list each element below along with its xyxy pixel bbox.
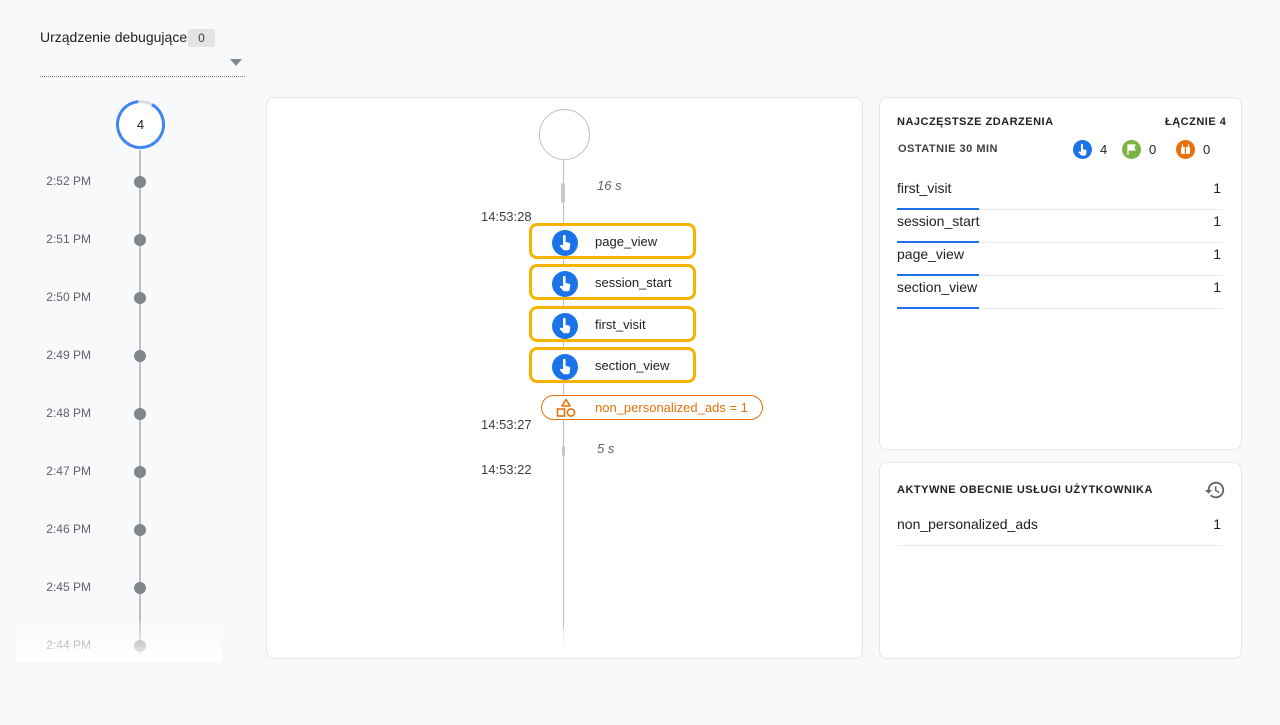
event-name: section_view	[595, 358, 670, 373]
gap-marker	[562, 446, 565, 456]
current-minute-badge[interactable]: 4	[115, 99, 166, 150]
device-dropdown[interactable]	[40, 52, 245, 77]
top-event-row[interactable]: session_start 1	[897, 210, 1223, 243]
stream-timeline-tail	[563, 600, 564, 650]
minute-time: 2:48 PM	[46, 406, 91, 420]
top-event-bar	[897, 274, 979, 276]
gap-duration-label: 16 s	[597, 178, 622, 193]
progress-ring-icon	[116, 100, 165, 149]
stream-timestamp: 14:53:27	[481, 417, 532, 432]
top-event-row[interactable]: first_visit 1	[897, 177, 1223, 210]
minute-row[interactable]: 2:51 PM	[0, 230, 240, 250]
minute-time: 2:51 PM	[46, 232, 91, 246]
event-icon	[552, 230, 578, 256]
event-chip-first-visit[interactable]: first_visit	[529, 306, 696, 342]
minute-row[interactable]: 2:49 PM	[0, 346, 240, 366]
event-icon	[552, 313, 578, 339]
user-properties-title: AKTYWNE OBECNIE USŁUGI UŻYTKOWNIKA	[897, 484, 1153, 496]
top-event-count: 1	[1213, 213, 1221, 229]
event-name: session_start	[595, 275, 672, 290]
event-icon	[552, 354, 578, 380]
history-button[interactable]	[1204, 479, 1226, 501]
top-event-bar	[897, 208, 979, 210]
minute-dot	[134, 524, 146, 536]
minute-time: 2:52 PM	[46, 174, 91, 188]
event-chip-page-view[interactable]: page_view	[529, 223, 696, 259]
minutes-timeline-line	[139, 150, 141, 655]
minute-row[interactable]: 2:50 PM	[0, 288, 240, 308]
minute-time: 2:49 PM	[46, 348, 91, 362]
period-label: OSTATNIE 30 MIN	[898, 143, 998, 155]
device-selector-label: Urządzenie debugujące	[40, 29, 188, 45]
conversion-flag-icon	[1122, 140, 1141, 159]
minute-dot	[134, 582, 146, 594]
event-icon	[1073, 140, 1092, 159]
top-event-count: 1	[1213, 246, 1221, 262]
legend-count: 4	[1100, 142, 1108, 157]
minute-dot	[134, 292, 146, 304]
gap-marker	[561, 183, 565, 203]
user-property-name: non_personalized_ads	[897, 516, 1038, 532]
gap-duration-label: 5 s	[597, 441, 615, 456]
top-events-total: ŁĄCZNIE 4	[1165, 116, 1227, 128]
user-property-value: 1	[1213, 516, 1221, 532]
top-events-title: NAJCZĘSTSZE ZDARZENIA	[897, 116, 1054, 128]
legend-count: 0	[1149, 142, 1157, 157]
chevron-down-icon	[230, 59, 242, 66]
user-property-row[interactable]: non_personalized_ads 1	[897, 513, 1223, 546]
minute-row[interactable]: 2:47 PM	[0, 462, 240, 482]
current-minute-count: 4	[136, 117, 145, 132]
minute-row[interactable]: 2:46 PM	[0, 520, 240, 540]
minute-time: 2:50 PM	[46, 290, 91, 304]
event-name: first_visit	[595, 317, 646, 332]
top-event-name: first_visit	[897, 180, 952, 196]
user-properties-card	[879, 462, 1242, 659]
shapes-icon	[556, 398, 576, 417]
top-event-name: session_start	[897, 213, 980, 229]
minute-row[interactable]: 2:52 PM	[0, 172, 240, 192]
history-icon	[1204, 481, 1225, 499]
event-icon	[552, 271, 578, 297]
minute-dot	[134, 466, 146, 478]
top-event-row[interactable]: section_view 1	[897, 276, 1223, 309]
top-event-bar	[897, 307, 979, 309]
legend-count: 0	[1203, 142, 1211, 157]
minutes-fade-overlay	[16, 622, 222, 662]
stream-timestamp: 14:53:28	[481, 209, 532, 224]
top-event-bar	[897, 241, 979, 243]
event-chip-session-start[interactable]: session_start	[529, 264, 696, 300]
top-event-name: page_view	[897, 246, 964, 262]
minute-dot	[134, 350, 146, 362]
minute-dot	[134, 234, 146, 246]
top-event-name: section_view	[897, 279, 978, 295]
minute-dot	[134, 176, 146, 188]
minute-time: 2:45 PM	[46, 580, 91, 594]
stream-timeline-line	[563, 158, 564, 628]
top-event-row[interactable]: page_view 1	[897, 243, 1223, 276]
stream-timestamp: 14:53:22	[481, 462, 532, 477]
minute-row[interactable]: 2:48 PM	[0, 404, 240, 424]
event-name: page_view	[595, 234, 658, 249]
top-event-count: 1	[1213, 180, 1221, 196]
device-count-badge: 0	[188, 29, 215, 47]
error-icon	[1176, 140, 1195, 159]
minute-row[interactable]: 2:45 PM	[0, 578, 240, 598]
minute-dot	[134, 408, 146, 420]
minute-time: 2:46 PM	[46, 522, 91, 536]
minute-time: 2:47 PM	[46, 464, 91, 478]
consent-label: non_personalized_ads = 1	[595, 400, 748, 415]
top-event-count: 1	[1213, 279, 1221, 295]
event-chip-section-view[interactable]: section_view	[529, 347, 696, 383]
consent-chip[interactable]: non_personalized_ads = 1	[541, 395, 763, 420]
stream-head-circle	[539, 109, 590, 160]
